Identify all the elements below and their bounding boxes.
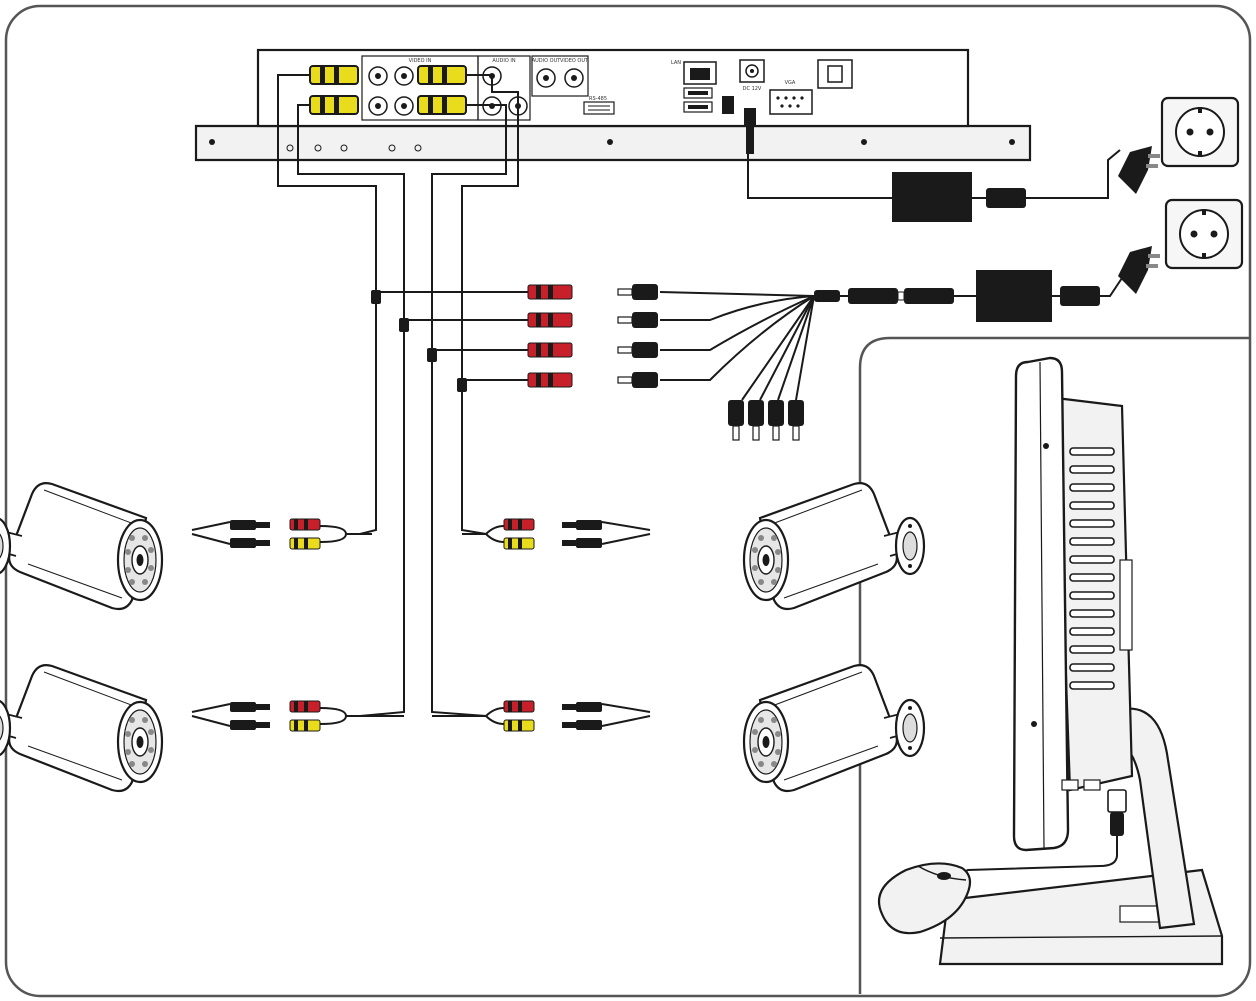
power-adapter-icon (892, 172, 972, 222)
label-audio-in: AUDIO IN (492, 58, 515, 64)
label-lan: LAN (671, 60, 681, 66)
label-video-out: VIDEO OUT (560, 58, 589, 64)
monitor-inset-frame (858, 336, 1250, 994)
label-video-in: VIDEO IN (409, 58, 432, 64)
dvr-recorder-icon: VIDEO IN AUDIO IN AUDIO OUT VIDEO OUT RS… (194, 48, 1032, 162)
power-outlet-icon (1164, 198, 1244, 270)
usb-cable (959, 789, 1127, 875)
video-cables (277, 74, 528, 717)
label-rs485: RS-485 (589, 96, 607, 102)
label-dc12v: DC 12V (743, 86, 762, 92)
label-vga: VGA (785, 80, 796, 86)
power-splitter-icon (617, 283, 840, 441)
camera-connector-bottom-right (432, 700, 651, 732)
power-outlet-icon (1160, 96, 1240, 168)
monitor-icon (938, 356, 1224, 966)
diagram-frame (4, 4, 1252, 998)
camera-connector-bottom-left (191, 700, 404, 732)
camera-connector-top-right (462, 518, 651, 550)
label-audio-out: AUDIO OUT (532, 58, 562, 64)
power-adapter-icon (976, 270, 1052, 322)
camera-connector-top-left (191, 518, 372, 550)
usb-mouse-icon (877, 862, 972, 935)
